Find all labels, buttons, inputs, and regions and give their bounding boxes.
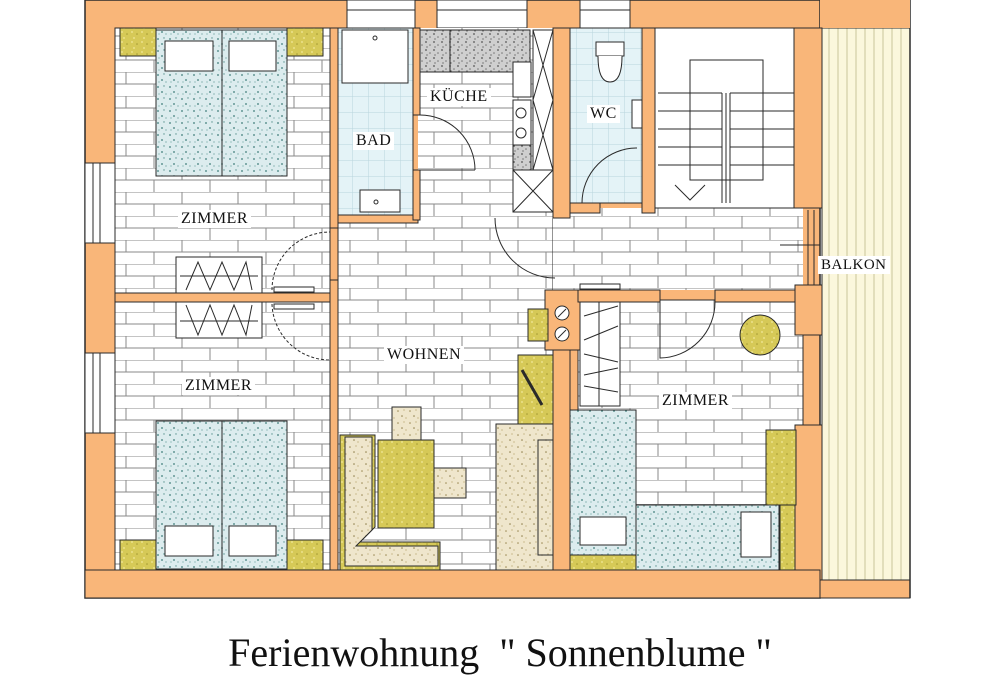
staircase <box>658 59 794 203</box>
bathroom-fixtures <box>341 29 409 213</box>
balcony <box>819 0 911 599</box>
room-label-wc: WC <box>587 105 620 123</box>
room-label-wohnen: WOHNEN <box>384 346 465 364</box>
plan-title: Ferienwohnung " Sonnenblume " <box>228 630 772 675</box>
bed-bottom-left <box>119 420 324 571</box>
living-room-furniture <box>339 305 570 571</box>
wardrobe-bottom-left <box>175 301 263 339</box>
bed-top-left <box>119 27 324 177</box>
room-label-zimmer-bottom-left: ZIMMER <box>182 377 255 395</box>
room-label-kueche: KÜCHE <box>427 88 491 106</box>
room-label-balkon: BALKON <box>818 256 890 274</box>
interior-walls <box>84 27 823 599</box>
room-label-bad: BAD <box>353 132 395 150</box>
radiators <box>273 283 621 310</box>
room-label-zimmer-bottom-right: ZIMMER <box>659 392 732 410</box>
kitchen-fixtures <box>419 29 554 213</box>
room-label-zimmer-top-left: ZIMMER <box>178 210 251 228</box>
doors <box>271 114 820 361</box>
wardrobe-top-left <box>175 256 263 294</box>
wc-fixtures <box>595 41 643 129</box>
bedroom-right-furniture <box>569 301 797 571</box>
